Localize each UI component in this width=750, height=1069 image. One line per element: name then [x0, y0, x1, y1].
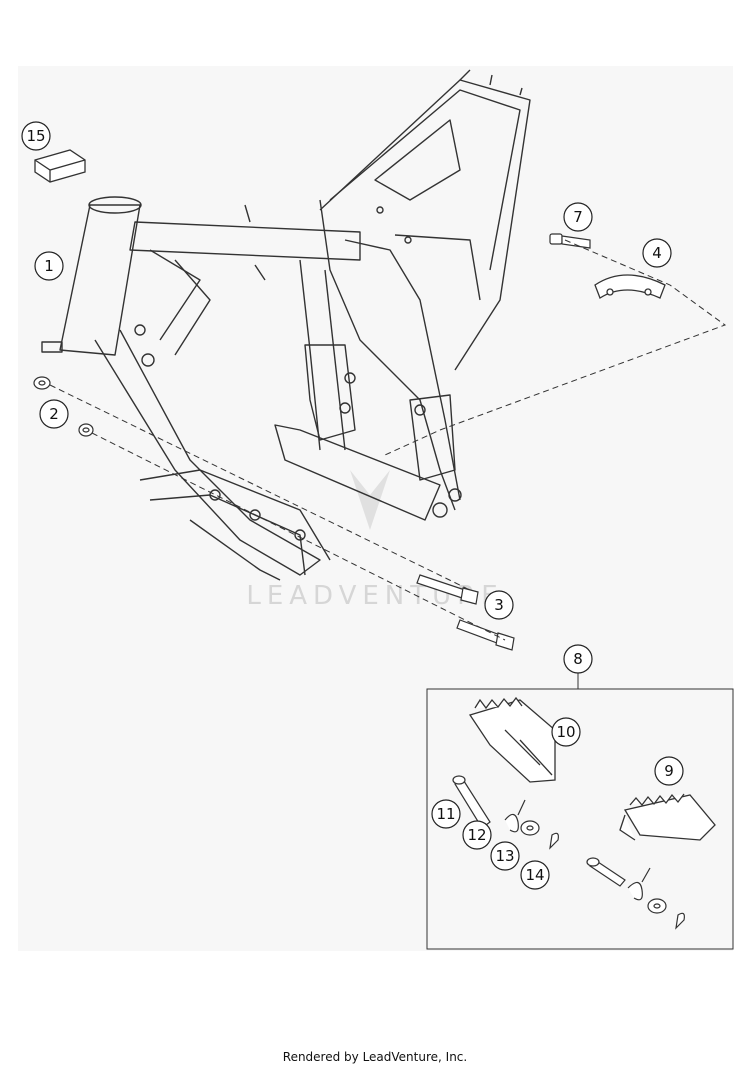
callout-12: 12 — [462, 820, 492, 850]
part-7-bolt — [549, 233, 591, 249]
part-3-bolts — [416, 574, 515, 651]
svg-text:9: 9 — [664, 762, 674, 780]
frame-illustration — [41, 69, 531, 581]
callout-3: 3 — [484, 590, 514, 620]
callout-8: 8 — [563, 644, 593, 674]
part-10-footpeg — [468, 696, 556, 783]
svg-text:10: 10 — [556, 723, 575, 741]
callout-7: 7 — [563, 202, 593, 232]
svg-text:7: 7 — [573, 208, 583, 226]
svg-text:8: 8 — [573, 650, 583, 668]
svg-text:2: 2 — [49, 405, 59, 423]
footpeg-hardware — [452, 775, 685, 930]
callout-4: 4 — [642, 238, 672, 268]
svg-text:12: 12 — [467, 826, 486, 844]
callout-14: 14 — [520, 860, 550, 890]
footpeg-group-box — [426, 688, 734, 950]
svg-text:15: 15 — [26, 127, 45, 145]
leader-lines — [49, 239, 727, 641]
part-15-cap — [34, 149, 86, 183]
callout-10: 10 — [551, 717, 581, 747]
watermark-logo-icon — [350, 470, 390, 530]
callout-15: 15 — [21, 121, 51, 151]
svg-text:1: 1 — [44, 257, 54, 275]
svg-text:11: 11 — [436, 805, 455, 823]
part-4-guard — [594, 274, 666, 299]
callout-11: 11 — [431, 799, 461, 829]
footer-credit: Rendered by LeadVenture, Inc. — [282, 1050, 468, 1064]
svg-text:13: 13 — [495, 847, 514, 865]
callout-13: 13 — [490, 841, 520, 871]
callout-9: 9 — [654, 756, 684, 786]
svg-text:3: 3 — [494, 596, 504, 614]
part-9-footpeg — [619, 793, 716, 841]
callout-1: 1 — [34, 251, 64, 281]
part-2-washers — [33, 376, 94, 437]
svg-text:14: 14 — [525, 866, 544, 884]
svg-text:4: 4 — [652, 244, 662, 262]
callout-2: 2 — [39, 399, 69, 429]
